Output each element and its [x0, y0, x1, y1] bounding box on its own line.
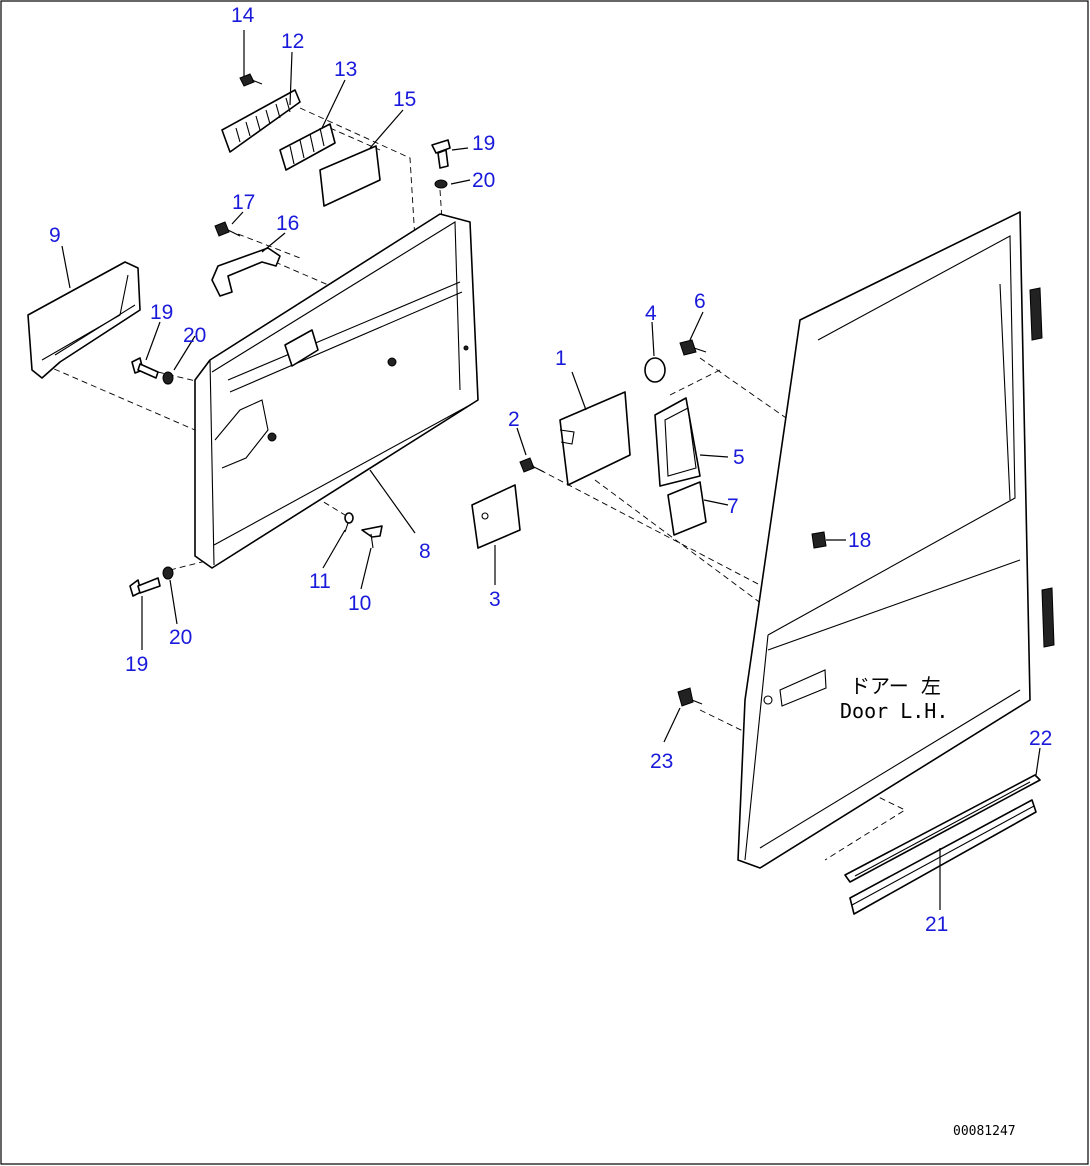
- callout-5: 5: [733, 446, 745, 469]
- door-label-japanese: ドアー 左: [850, 674, 941, 698]
- part-22-strip: [844, 774, 1041, 883]
- part-6-bolt: [679, 339, 707, 356]
- part-1-bracket: [559, 391, 631, 486]
- callout-10: 10: [348, 592, 371, 615]
- part-2-bolt: [519, 457, 545, 473]
- door-frame: [737, 211, 1055, 869]
- part-5-box: [654, 397, 701, 487]
- callout-12: 12: [281, 30, 304, 53]
- door-label-english: Door L.H.: [840, 699, 948, 723]
- callout-3: 3: [489, 588, 501, 611]
- callout-23: 23: [650, 750, 673, 773]
- leader-lines: [61, 30, 1041, 910]
- part-4-ring: [644, 357, 666, 383]
- part-17-bolt: [214, 221, 241, 237]
- part-20-washer-mid: [162, 371, 174, 385]
- callout-6: 6: [694, 290, 706, 313]
- part-3-plate: [471, 484, 521, 549]
- part-19-bolt-mid: [131, 357, 159, 379]
- part-20-washer-top: [434, 179, 448, 189]
- callout-8: 8: [419, 540, 431, 563]
- callout-21: 21: [925, 913, 948, 936]
- callout-19-top: 19: [472, 132, 495, 155]
- callout-labels: 14 12 13 15 19 20 17 16 9 19 20 1 2 4 6 …: [49, 4, 1052, 936]
- part-8-door-panel: [194, 213, 479, 569]
- callout-16: 16: [276, 212, 299, 235]
- part-19-bolt-top: [431, 139, 451, 169]
- part-18-bolt: [811, 531, 827, 549]
- drawing-code: 00081247: [953, 1124, 1016, 1139]
- part-21-rail: [849, 799, 1037, 915]
- callout-22: 22: [1029, 727, 1052, 750]
- callout-14: 14: [231, 4, 255, 27]
- part-19-bolt-bottom: [129, 577, 161, 597]
- callout-7: 7: [727, 495, 739, 518]
- callout-1: 1: [555, 347, 567, 370]
- part-15-plate: [319, 145, 381, 207]
- callout-19-mid: 19: [150, 301, 173, 324]
- part-9-pocket-cover: [27, 261, 141, 379]
- callout-18: 18: [848, 529, 871, 552]
- callout-9: 9: [49, 224, 61, 247]
- part-10-screw: [361, 525, 383, 549]
- callout-20-mid: 20: [183, 324, 206, 347]
- part-23-bolt: [677, 687, 703, 707]
- part-12-louver: [221, 89, 301, 153]
- callout-2: 2: [508, 408, 520, 431]
- part-13-louver-insert: [279, 123, 336, 171]
- callout-19-bottom: 19: [125, 653, 148, 676]
- part-20-washer-bottom: [162, 566, 174, 580]
- part-14-bolt: [239, 73, 263, 87]
- callout-20-bottom: 20: [169, 626, 192, 649]
- callout-15: 15: [393, 88, 416, 111]
- callout-17: 17: [232, 191, 255, 214]
- callout-13: 13: [334, 58, 357, 81]
- part-16-handle: [211, 247, 281, 297]
- part-7-plate: [667, 481, 707, 536]
- callout-4: 4: [645, 302, 657, 325]
- callout-11: 11: [309, 570, 331, 593]
- part-11-pin: [344, 512, 354, 533]
- callout-20-top: 20: [472, 169, 495, 192]
